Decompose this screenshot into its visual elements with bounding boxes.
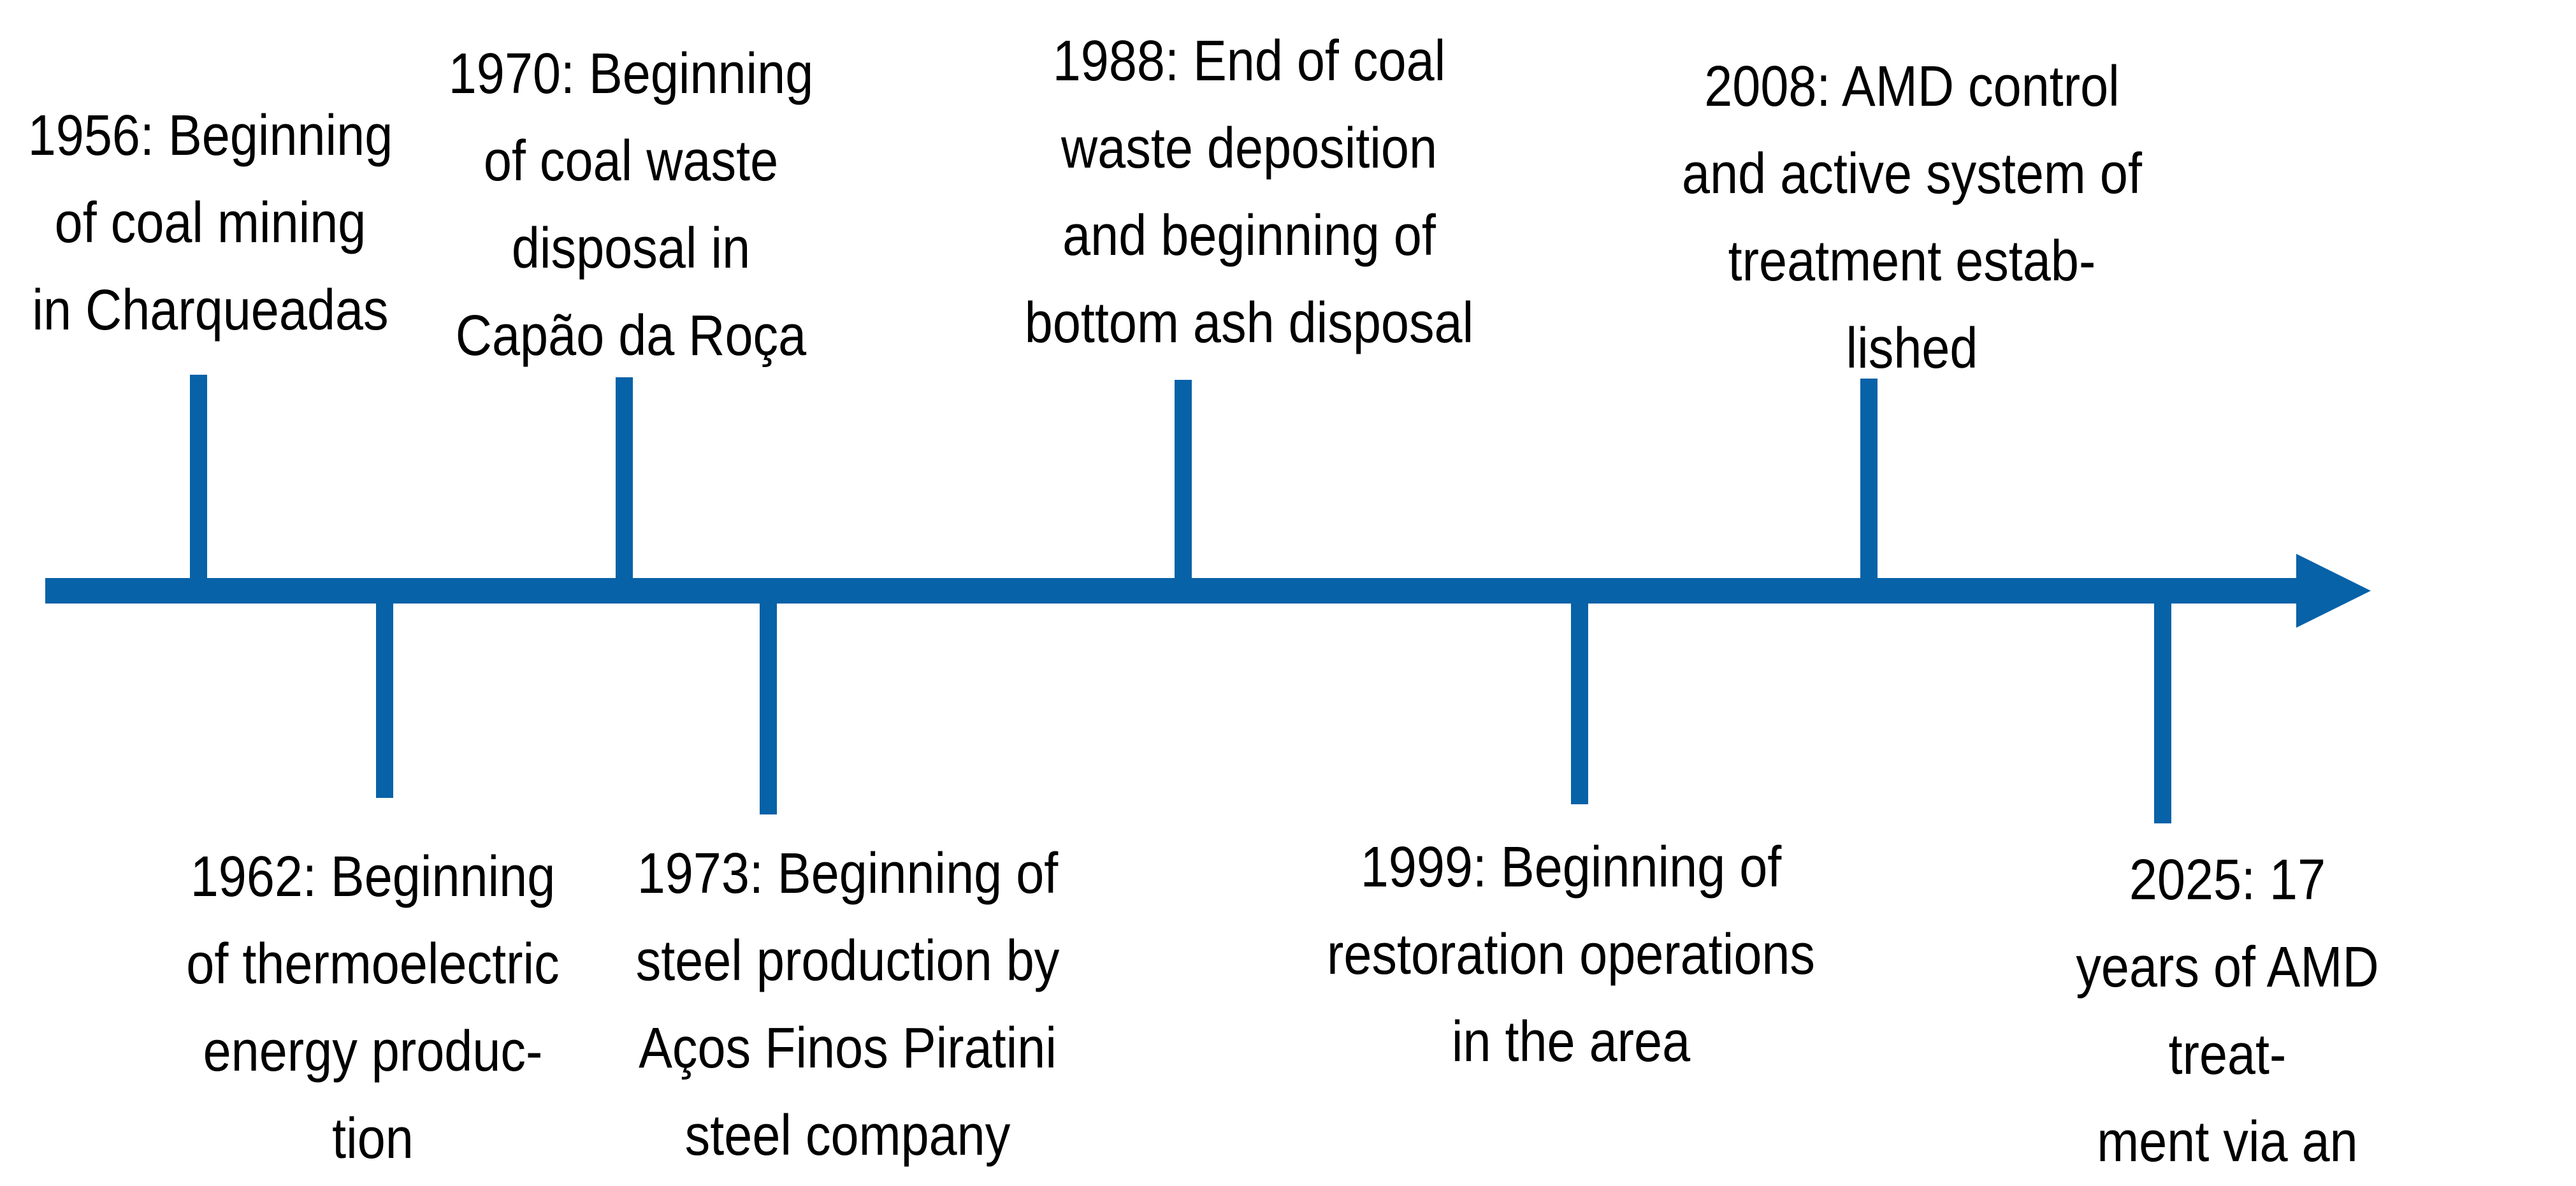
event-label-1962: 1962: Beginning of thermoelectric energy… — [186, 845, 560, 1171]
event-label-1999: 1999: Beginning of restoration operation… — [1326, 835, 1816, 1074]
event-label-1956: 1956: Beginning of coal mining in Charqu… — [27, 104, 393, 342]
tick-1988 — [1174, 380, 1192, 578]
tick-1962 — [375, 604, 393, 798]
event-label-2025: 2025: 17 years of AMD treat- ment via an… — [2076, 848, 2379, 1174]
event-label-1970: 1970: Beginning of coal waste disposal i… — [448, 42, 814, 368]
tick-2025 — [2153, 604, 2171, 823]
tick-1970 — [615, 377, 633, 578]
tick-2008 — [1860, 379, 1878, 578]
event-label-1988: 1988: End of coal waste deposition and b… — [1024, 29, 1474, 355]
timeline-arrowhead-icon — [2296, 554, 2371, 628]
event-label-2008: 2008: AMD control and active system of t… — [1682, 55, 2142, 380]
tick-1956 — [189, 375, 207, 578]
event-label-1973: 1973: Beginning of steel production by A… — [635, 842, 1060, 1168]
timeline-axis-line — [45, 578, 2296, 604]
tick-1973 — [759, 604, 777, 814]
tick-1999 — [1570, 604, 1588, 804]
